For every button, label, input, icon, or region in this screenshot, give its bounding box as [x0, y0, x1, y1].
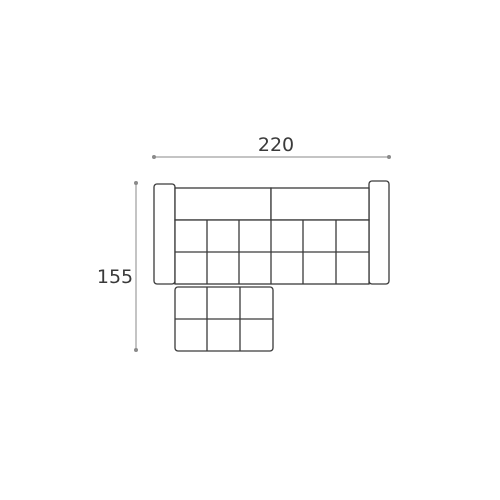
- width-dimension: 220: [152, 134, 391, 159]
- backrest-left: [174, 187, 272, 221]
- depth-dimension-start-dot: [134, 181, 138, 185]
- depth-dimension: 155: [97, 181, 138, 352]
- left-armrest: [153, 183, 176, 285]
- sofa: [153, 180, 390, 352]
- width-dimension-label: 220: [258, 134, 294, 156]
- depth-dimension-label: 155: [97, 266, 133, 288]
- chaise-extension: [174, 286, 274, 352]
- width-dimension-start-dot: [152, 155, 156, 159]
- width-dimension-end-dot: [387, 155, 391, 159]
- right-armrest: [368, 180, 390, 285]
- depth-dimension-end-dot: [134, 348, 138, 352]
- main-seat-block: [174, 219, 370, 285]
- backrest-right: [270, 187, 370, 221]
